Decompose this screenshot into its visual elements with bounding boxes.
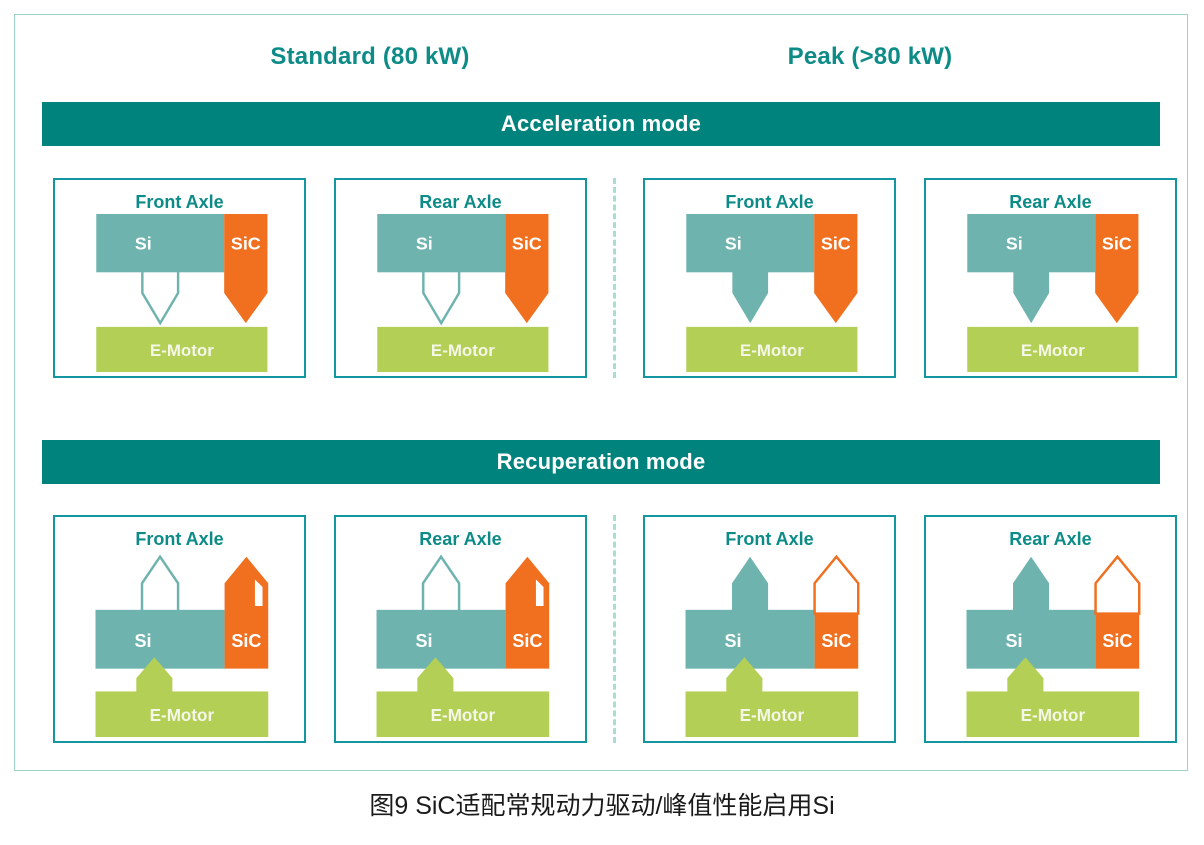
axle-title: Rear Axle xyxy=(1009,529,1092,549)
mot-label: E-Motor xyxy=(150,706,215,725)
axle-title: Front Axle xyxy=(725,529,814,549)
sic-block-arrow-down xyxy=(814,214,858,324)
si-label: Si xyxy=(724,631,741,651)
motor-arrow-filled-up xyxy=(726,657,763,698)
mot-label: E-Motor xyxy=(431,341,495,360)
sic-block-arrow-up xyxy=(224,556,269,669)
si-label: Si xyxy=(725,234,742,254)
motor-block xyxy=(376,691,550,737)
sic-arrow-notch xyxy=(535,579,544,607)
si-arrow-outline-down xyxy=(422,222,461,326)
si-label: Si xyxy=(134,631,151,651)
si-block xyxy=(967,214,1096,273)
axle-title: Rear Axle xyxy=(419,192,502,212)
axle-title: Rear Axle xyxy=(419,529,502,549)
si-arrow-outline-down xyxy=(141,222,180,326)
column-headers: Standard (80 kW) Peak (>80 kW) xyxy=(15,43,1187,83)
motor-arrow-filled-up xyxy=(136,657,173,698)
sic-block-arrow-down xyxy=(505,214,549,324)
si-label: Si xyxy=(1006,234,1023,254)
si-arrow-filled-up xyxy=(1013,556,1050,622)
column-divider-acceleration xyxy=(613,178,616,378)
mot-label: E-Motor xyxy=(740,706,805,725)
motor-arrow-filled-up xyxy=(1007,657,1044,698)
motor-block xyxy=(377,326,549,372)
mot-label: E-Motor xyxy=(1021,706,1086,725)
sic-arrow-notch xyxy=(254,579,263,607)
powertrain-stack-diagram: Si SiC E-Motor xyxy=(96,214,268,372)
sic-label: SiC xyxy=(821,631,851,651)
column-divider-recuperation xyxy=(613,515,616,743)
si-label: Si xyxy=(416,234,433,254)
si-label: Si xyxy=(415,631,432,651)
sic-block-arrow-down xyxy=(224,214,268,324)
axle-title: Front Axle xyxy=(135,529,224,549)
powertrain-stack-diagram: Si SiC E-Motor xyxy=(686,214,858,372)
sic-label: SiC xyxy=(821,234,851,254)
sic-label: SiC xyxy=(512,234,542,254)
mode-banner-acceleration: Acceleration mode xyxy=(42,102,1160,146)
motor-block xyxy=(966,691,1140,737)
mot-label: E-Motor xyxy=(1021,341,1085,360)
axle-title: Rear Axle xyxy=(1009,192,1092,212)
motor-block xyxy=(967,326,1139,372)
sic-label: SiC xyxy=(1102,631,1132,651)
si-block xyxy=(966,609,1096,669)
powertrain-stack-diagram: Si SiC E-Motor xyxy=(685,554,860,737)
motor-block xyxy=(686,326,858,372)
motor-block xyxy=(685,691,859,737)
sic-block-arrow-down xyxy=(1095,214,1139,324)
sic-arrow-outline-up xyxy=(813,554,860,615)
mot-label: E-Motor xyxy=(150,341,214,360)
si-block xyxy=(95,609,225,669)
powertrain-stack-diagram: Si SiC E-Motor xyxy=(376,554,550,737)
sic-block xyxy=(1095,609,1140,669)
sic-label: SiC xyxy=(231,631,261,651)
axle-title: Front Axle xyxy=(725,192,814,212)
si-arrow-filled-up xyxy=(732,556,769,622)
motor-block xyxy=(95,691,269,737)
figure-caption: 图9 SiC适配常规动力驱动/峰值性能启用Si xyxy=(369,792,835,820)
sic-label: SiC xyxy=(231,234,261,254)
powertrain-stack-diagram: Si SiC E-Motor xyxy=(966,554,1141,737)
sic-block xyxy=(814,609,859,669)
powertrain-stack-diagram: Si SiC E-Motor xyxy=(377,214,549,372)
si-block xyxy=(686,214,815,273)
si-block xyxy=(685,609,815,669)
si-label: Si xyxy=(1005,631,1022,651)
mot-label: E-Motor xyxy=(740,341,804,360)
column-header-standard: Standard (80 kW) xyxy=(270,43,470,70)
powertrain-stack-diagram: Si SiC E-Motor xyxy=(967,214,1139,372)
column-header-peak: Peak (>80 kW) xyxy=(787,43,953,70)
si-block xyxy=(376,609,506,669)
sic-label: SiC xyxy=(512,631,542,651)
sic-arrow-outline-up xyxy=(1094,554,1141,615)
motor-block xyxy=(96,326,268,372)
powertrain-stack-diagram: Si SiC E-Motor xyxy=(95,554,269,737)
figure-frame: Standard (80 kW) Peak (>80 kW) Accelerat… xyxy=(14,14,1188,771)
si-label: Si xyxy=(135,234,152,254)
motor-arrow-filled-up xyxy=(417,657,454,698)
sic-label: SiC xyxy=(1102,234,1132,254)
sic-block-arrow-up xyxy=(505,556,550,669)
mode-banner-recuperation: Recuperation mode xyxy=(42,440,1160,484)
mot-label: E-Motor xyxy=(431,706,496,725)
axle-title: Front Axle xyxy=(135,192,224,212)
